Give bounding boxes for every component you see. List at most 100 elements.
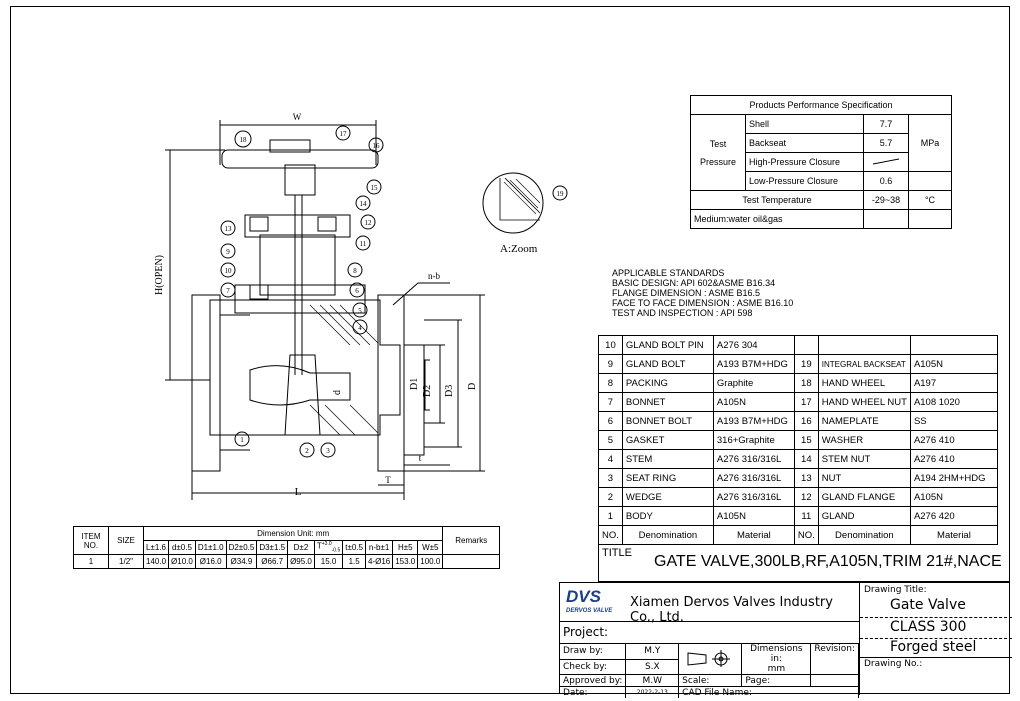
bom-no: 17 [793, 392, 819, 412]
page-label: Page: [741, 674, 812, 687]
dim-col-header: L±1.6 [142, 540, 170, 555]
bom-header-name: Denomination [817, 525, 911, 545]
bom-material: A276 316/316L [712, 487, 795, 507]
test-pressure-label: Test Pressure [690, 114, 746, 191]
bom-material: A105N [712, 392, 795, 412]
bom-name: GASKET [621, 430, 714, 450]
bom-material: A193 B7M+HDG [712, 354, 795, 374]
bom-name: GLAND BOLT [621, 354, 714, 374]
drawing-title-line1: Gate Valve [890, 597, 966, 613]
dim-value: 15.0 [313, 554, 344, 569]
company-logo: DVS [566, 587, 601, 606]
dim-t-label: T [385, 475, 391, 485]
dim-value: Ø66.7 [256, 554, 289, 569]
dim-col-header: D2±0.5 [225, 540, 258, 555]
dimensions-unit: mm [767, 664, 786, 674]
bom-material: A276 316/316L [712, 449, 795, 469]
pressure-unit: MPa [908, 114, 952, 172]
dimensions-cell: Dimensions in:mm [741, 643, 812, 675]
bom-no: 16 [793, 411, 819, 431]
bom-material: SS [909, 411, 998, 431]
svg-text:7: 7 [226, 287, 230, 295]
bom-name: NUT [817, 468, 911, 488]
t-tol-minus: -0.5 [331, 547, 341, 554]
dim-col-header: D1±1.0 [194, 540, 227, 555]
bom-no: 18 [793, 373, 819, 393]
drawing-title-line2: CLASS 300 [890, 619, 967, 635]
bom-material: A105N [712, 506, 795, 526]
svg-text:8: 8 [353, 267, 357, 275]
standards-block: APPLICABLE STANDARDS BASIC DESIGN: API 6… [612, 268, 793, 318]
bom-name: BONNET BOLT [621, 411, 714, 431]
svg-text:17: 17 [340, 130, 348, 138]
test-temp-unit: °C [908, 190, 952, 210]
dim-w-label: W [293, 112, 302, 122]
perf-value-dash [863, 152, 909, 172]
zoom-detail: 19 A:Zoom [482, 172, 568, 255]
dim-d-label: d [332, 390, 343, 395]
dim-value: 100.0 [417, 554, 444, 569]
dimension-table: ITEM NO. SIZE Dimension Unit: mm Remarks… [73, 526, 501, 569]
test-temp-value: -29~38 [863, 190, 909, 210]
dim-h-label: H(OPEN) [154, 255, 165, 295]
dim-value: 1.5 [342, 554, 366, 569]
bom-name: NAMEPLATE [817, 411, 911, 431]
zoom-label: A:Zoom [500, 243, 538, 255]
dim-col-header: W±5 [417, 540, 444, 555]
standards-line: FACE TO FACE DIMENSION : ASME B16.10 [612, 298, 794, 308]
svg-text:6: 6 [355, 287, 359, 295]
dim-t-small-label: t [419, 453, 422, 463]
title-block: DVS DERVOS VALVE Xiamen Dervos Valves In… [559, 582, 1012, 698]
drawing-main-title: GATE VALVE,300LB,RF,A105N,TRIM 21#,NACE [654, 553, 1002, 570]
bom-material: A276 410 [909, 430, 998, 450]
bom-material [909, 335, 998, 355]
dim-col-header: n-b±1 [364, 540, 394, 555]
bom-material: A194 2HM+HDG [909, 468, 998, 488]
perf-item: Shell [745, 114, 864, 134]
project-row: Project: [560, 621, 859, 644]
approval-grid: Draw by: M.Y Dimensions in:mm Revision: … [560, 643, 859, 698]
perf-value: 5.7 [863, 133, 909, 153]
dim-value: Ø95.0 [287, 554, 315, 569]
svg-text:15: 15 [371, 184, 379, 192]
check-by-value: S.X [625, 658, 680, 675]
dim-item-no: 1 [73, 554, 109, 569]
svg-text:10: 10 [225, 267, 233, 275]
dimensions-label: Dimensions in: [750, 644, 803, 664]
perf-item: High-Pressure Closure [745, 152, 864, 172]
bom-name: WASHER [817, 430, 911, 450]
bom-material: A276 420 [909, 506, 998, 526]
dim-col-header: T+3.0-0.5 [313, 540, 344, 555]
bom-no: 6 [598, 411, 623, 431]
perf-value: 7.7 [863, 114, 909, 134]
svg-text:16: 16 [373, 142, 381, 150]
dim-d1-label: D1 [409, 378, 420, 390]
drawing-title-line3: Forged steel [890, 639, 977, 655]
date-value: 2022-2-13 [625, 686, 680, 698]
drawing-title-panel: Drawing Title: Gate Valve CLASS 300 Forg… [859, 583, 1012, 695]
dim-d3-label: D3 [444, 385, 455, 397]
perf-value: 0.6 [863, 171, 909, 191]
bom-no: 19 [793, 354, 819, 374]
svg-text:12: 12 [365, 219, 373, 227]
bom-material: A105N [909, 487, 998, 507]
standards-line: TEST AND INSPECTION : API 598 [612, 308, 753, 318]
bom-material: Graphite [712, 373, 795, 393]
standards-line: BASIC DESIGN: API 602&ASME B16.34 [612, 278, 776, 288]
bom-no: 1 [598, 506, 623, 526]
svg-text:5: 5 [358, 307, 362, 315]
remarks-header: Remarks [442, 526, 501, 555]
drawing-title-label: Drawing Title: [864, 585, 927, 595]
bom-name: INTEGRAL BACKSEAT [817, 354, 911, 374]
bom-header-no: NO. [793, 525, 819, 545]
bom-no: 12 [793, 487, 819, 507]
dim-col-header: t±0.5 [342, 540, 366, 555]
dim-value: Ø10.0 [168, 554, 196, 569]
bom-header-material: Material [712, 525, 795, 545]
projection-symbol [678, 643, 743, 675]
